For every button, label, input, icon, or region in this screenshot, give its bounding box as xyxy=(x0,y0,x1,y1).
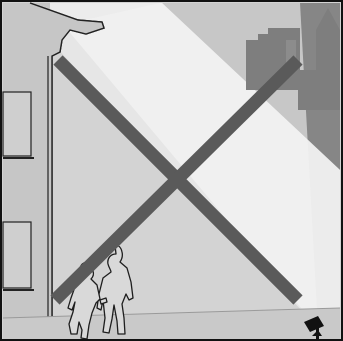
window-lower xyxy=(3,222,31,288)
window-upper xyxy=(3,92,31,156)
